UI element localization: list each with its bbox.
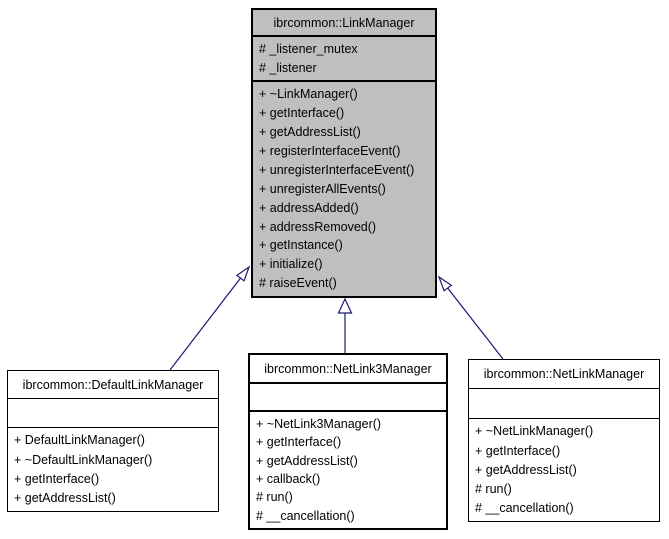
class-method: # __cancellation() [475, 501, 574, 516]
fields-section [469, 389, 659, 419]
methods-section: + ~NetLink3Manager() + getInterface() + … [250, 412, 446, 528]
class-method: + callback() [256, 471, 321, 486]
class-method: + getInterface() [14, 471, 100, 486]
class-title: ibrcommon::NetLink3Manager [250, 355, 446, 384]
class-box-defaultlinkmanager[interactable]: ibrcommon::DefaultLinkManager + DefaultL… [7, 370, 219, 512]
class-method: + ~NetLink3Manager() [256, 416, 382, 431]
class-box-netlink3manager[interactable]: ibrcommon::NetLink3Manager + ~NetLink3Ma… [248, 353, 448, 530]
class-method: + getAddressList() [256, 453, 358, 468]
inheritance-arrow-defaultlinkmanager [169, 265, 251, 371]
class-method: + getInterface() [256, 435, 342, 450]
class-field: # _listener_mutex [259, 41, 358, 56]
generalization-arrowhead-icon [437, 275, 453, 292]
class-method: + addressRemoved() [259, 219, 377, 234]
fields-section [250, 384, 446, 412]
class-method: + DefaultLinkManager() [14, 433, 145, 448]
methods-section: + DefaultLinkManager() + ~DefaultLinkMan… [8, 428, 218, 511]
arrow-shaft [169, 277, 241, 371]
class-method: + getInstance() [259, 238, 343, 253]
class-method: + ~NetLinkManager() [475, 424, 594, 439]
inheritance-arrow-netlink3manager [337, 297, 353, 353]
generalization-arrowhead-icon [235, 265, 251, 282]
class-box-netlinkmanager[interactable]: ibrcommon::NetLinkManager + ~NetLinkMana… [468, 359, 660, 522]
class-box-linkmanager[interactable]: ibrcommon::LinkManager # _listener_mutex… [251, 8, 437, 298]
class-method: + getAddressList() [259, 125, 361, 140]
class-method: + ~DefaultLinkManager() [14, 452, 153, 467]
class-method: # run() [256, 490, 293, 505]
class-title: ibrcommon::NetLinkManager [469, 360, 659, 389]
class-method: + registerInterfaceEvent() [259, 143, 401, 158]
class-method: + unregisterAllEvents() [259, 181, 386, 196]
class-title: ibrcommon::DefaultLinkManager [8, 371, 218, 399]
fields-section [8, 399, 218, 428]
class-method: # run() [475, 481, 512, 496]
class-method: + initialize() [259, 257, 323, 272]
methods-section: + ~LinkManager() + getInterface() + getA… [253, 82, 435, 296]
class-method: + ~LinkManager() [259, 87, 358, 102]
class-method: # raiseEvent() [259, 276, 337, 291]
class-method: + getInterface() [475, 443, 561, 458]
class-method: + addressAdded() [259, 200, 359, 215]
class-method: + unregisterInterfaceEvent() [259, 162, 415, 177]
class-title: ibrcommon::LinkManager [253, 10, 435, 37]
class-method: + getInterface() [259, 106, 345, 121]
class-method: # __cancellation() [256, 508, 355, 523]
class-method: + getAddressList() [475, 462, 577, 477]
generalization-arrowhead-icon [337, 297, 353, 314]
inheritance-arrow-netlinkmanager [437, 275, 504, 360]
methods-section: + ~NetLinkManager() + getInterface() + g… [469, 419, 659, 521]
fields-section: # _listener_mutex # _listener [253, 37, 435, 82]
class-field: # _listener [259, 61, 317, 75]
class-method: + getAddressList() [14, 491, 116, 506]
arrow-shaft [447, 287, 504, 360]
